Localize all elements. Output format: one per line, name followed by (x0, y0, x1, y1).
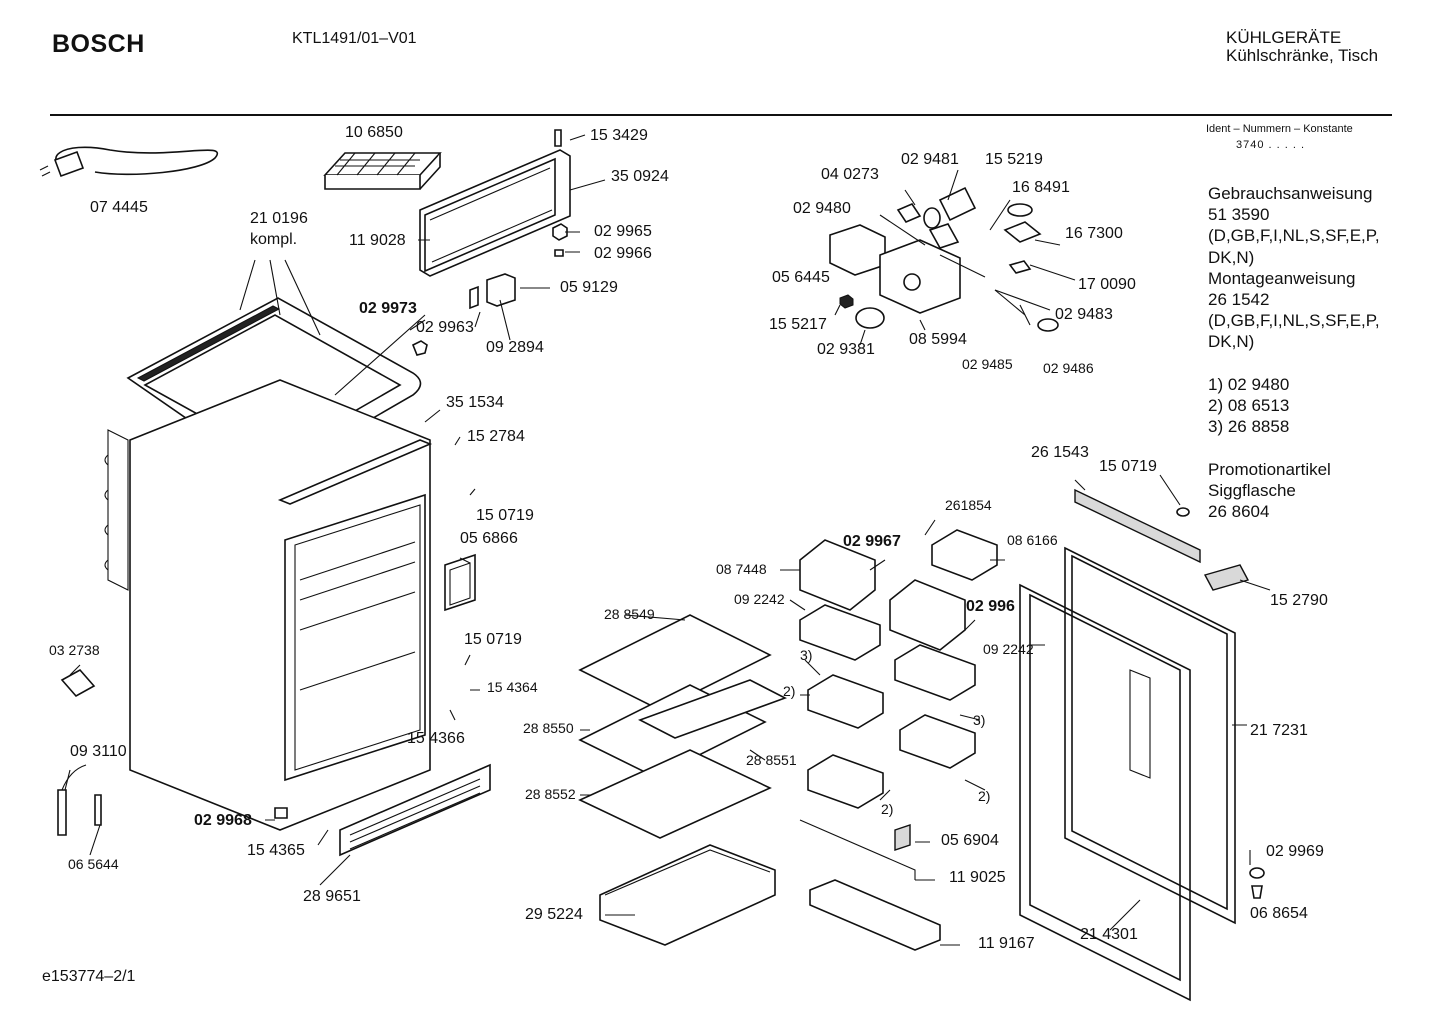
part-label: 02 9963 (416, 319, 474, 336)
part-label: 05 6904 (941, 832, 999, 849)
part-label: 28 8551 (746, 752, 797, 768)
ident-title: Ident – Nummern – Konstante (1206, 123, 1353, 135)
part-label: 21 7231 (1250, 722, 1308, 739)
part-label: 11 9025 (949, 869, 1006, 886)
part-label: 17 0090 (1078, 276, 1136, 293)
model-number: KTL1491/01–V01 (292, 30, 417, 47)
power-cord-drawing (39, 146, 218, 178)
part-label: 08 6166 (1007, 532, 1058, 548)
part-label: 15 4364 (487, 679, 538, 695)
part-label: 02 9966 (594, 245, 652, 262)
part-label: 28 8552 (525, 786, 576, 802)
part-label: 02 9481 (901, 151, 959, 168)
part-label: 3) (800, 647, 813, 663)
part-label: 02 9969 (1266, 843, 1324, 860)
part-label: 2) (881, 801, 894, 817)
part-label: 15 2784 (467, 428, 525, 445)
documentation-info: Gebrauchsanweisung 51 3590 (D,GB,F,I,NL,… (1208, 184, 1380, 522)
part-label: 16 7300 (1065, 225, 1123, 242)
part-label: 05 9129 (560, 279, 618, 296)
part-label: 35 0924 (611, 168, 669, 185)
part-label: 06 8654 (1250, 905, 1308, 922)
part-label: 02 9968 (194, 812, 252, 829)
part-label: kompl. (250, 231, 298, 248)
part-label: 15 0719 (1099, 458, 1157, 475)
part-label: 10 6850 (345, 124, 403, 141)
thermostat-assembly-drawing (829, 186, 1059, 332)
foot-and-sensor-drawing (57, 668, 288, 836)
kick-plate-drawing (339, 763, 491, 857)
door-bins-drawing (799, 529, 998, 951)
part-label: 15 5217 (769, 316, 827, 333)
part-label: 15 2790 (1270, 592, 1328, 609)
part-label: 15 4366 (407, 730, 465, 747)
part-label: 02 996 (966, 598, 1015, 615)
ice-cube-tray-drawing (323, 152, 442, 190)
glass-shelves-drawing (578, 614, 787, 839)
part-label: 15 5219 (985, 151, 1043, 168)
part-label: 02 9967 (843, 533, 901, 550)
part-label: 08 7448 (716, 561, 767, 577)
cover-plate-drawing (444, 553, 476, 612)
crisper-drawer-drawing (599, 844, 776, 946)
leader-lines (64, 134, 1271, 946)
ident-value: 3740 . . . . . (1236, 139, 1306, 151)
part-label: 04 0273 (821, 166, 879, 183)
part-label: 02 9973 (359, 300, 417, 317)
part-label: 28 8550 (523, 720, 574, 736)
part-label: 35 1534 (446, 394, 504, 411)
part-label: 11 9167 (978, 935, 1035, 952)
header-divider (50, 114, 1392, 116)
part-label: 05 6445 (772, 269, 830, 286)
part-label: 2) (783, 683, 796, 699)
part-label: 26 1543 (1031, 444, 1089, 461)
part-label: 15 0719 (464, 631, 522, 648)
part-label: 3) (973, 712, 986, 728)
category-title: KÜHLGERÄTE (1226, 28, 1342, 47)
part-label: 28 9651 (303, 888, 361, 905)
part-label: 09 2242 (734, 591, 785, 607)
part-label: 09 2242 (983, 641, 1034, 657)
part-label: 09 2894 (486, 339, 544, 356)
part-label: 21 4301 (1080, 926, 1138, 943)
part-label: 02 9480 (793, 200, 851, 217)
part-label: 02 9381 (817, 341, 875, 358)
part-label: 16 8491 (1012, 179, 1070, 196)
part-label: 09 3110 (70, 743, 127, 760)
part-label: 02 9483 (1055, 306, 1113, 323)
door-and-gasket-drawing (1019, 488, 1265, 1002)
part-label: 06 5644 (68, 856, 119, 872)
freezer-door-drawing (419, 129, 571, 277)
part-label: 2) (978, 788, 991, 804)
refrigerator-cabinet-drawing (104, 379, 433, 831)
part-label: 02 9485 (962, 356, 1013, 372)
part-label: 15 3429 (590, 127, 648, 144)
category-subtitle: Kühlschränke, Tisch (1226, 46, 1379, 65)
part-label: 29 5224 (525, 906, 583, 923)
part-label: 261854 (945, 497, 992, 513)
part-label: 08 5994 (909, 331, 967, 348)
part-label: 15 4365 (247, 842, 305, 859)
part-label: 07 4445 (90, 199, 148, 216)
part-label: 11 9028 (349, 232, 406, 249)
brand-logo: BOSCH (52, 30, 145, 58)
part-label: 28 8549 (604, 606, 655, 622)
part-label: 02 9965 (594, 223, 652, 240)
part-label: 05 6866 (460, 530, 518, 547)
document-id: e153774–2/1 (42, 968, 136, 985)
part-label: 15 0719 (476, 507, 534, 524)
part-label: 02 9486 (1043, 360, 1094, 376)
part-label: 21 0196 (250, 210, 308, 227)
part-label: 03 2738 (49, 642, 100, 658)
